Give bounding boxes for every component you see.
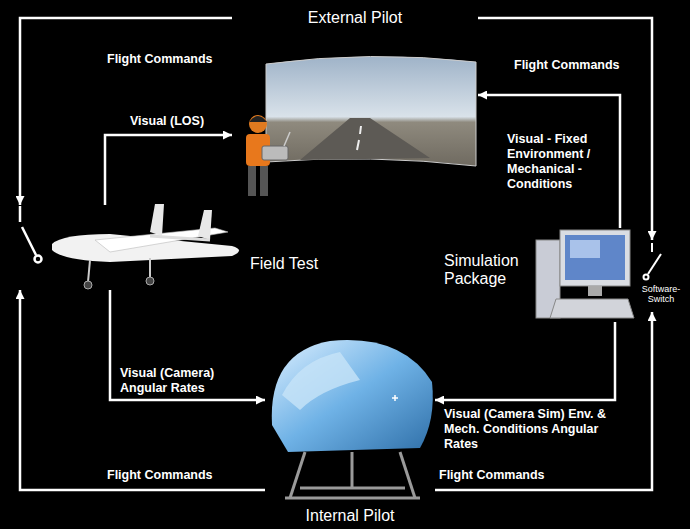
node-label: Simulation Package <box>444 252 536 289</box>
software-switch-symbol-part <box>651 243 653 252</box>
visual-screen-part <box>266 56 476 166</box>
left-switch-part <box>22 227 36 255</box>
computer-part <box>560 230 630 286</box>
aircraft-part <box>88 260 90 282</box>
signal-label: Visual (Camera) Angular Rates <box>118 366 247 396</box>
cockpit-simulator-part <box>272 340 433 452</box>
cockpit-simulator-part-part <box>400 452 415 498</box>
visual-screen-part <box>300 118 430 160</box>
signal-arrow <box>20 18 232 205</box>
pilot-station: External Pilot <box>232 6 478 205</box>
pilot-figure-part <box>284 132 290 146</box>
pilot-figure <box>246 115 290 196</box>
signal-arrow <box>435 322 615 400</box>
aircraft-part <box>149 258 151 278</box>
cockpit-simulator-part-part <box>290 452 305 498</box>
cockpit-simulator-part-part <box>351 452 354 488</box>
left-switch-part <box>19 206 22 222</box>
signal-label: Flight Commands <box>512 58 622 73</box>
signal-arrow <box>110 290 265 400</box>
pilot-figure-part <box>249 116 267 122</box>
node-label: Internal Pilot <box>265 507 435 525</box>
node-label: Software-Switch <box>637 284 685 305</box>
field-test-box: Field Test <box>12 205 335 290</box>
cockpit-simulator-part <box>285 452 420 498</box>
aircraft-part <box>198 210 212 240</box>
pilot-figure-part <box>262 146 288 160</box>
cockpit-simulator-part <box>282 352 360 410</box>
signal-arrow <box>478 95 620 228</box>
aircraft-part <box>84 281 92 289</box>
computer-part <box>565 235 625 280</box>
switch-box: Software-Switch <box>637 240 685 312</box>
aircraft-part <box>150 204 164 236</box>
computer-part <box>570 240 600 258</box>
software-switch-symbol-part <box>648 254 661 274</box>
cockpit-simulator-part-part <box>300 487 405 490</box>
left-switch-part <box>35 256 42 263</box>
signal-arrow <box>105 135 232 205</box>
visual-screen-part <box>357 126 361 150</box>
aircraft <box>52 204 239 289</box>
simulation-box: Simulation Package <box>440 228 632 322</box>
computer <box>536 230 634 318</box>
signal-label: Flight Commands <box>105 52 215 67</box>
cockpit-simulator <box>272 340 433 498</box>
software-switch-symbol <box>644 243 662 280</box>
pilot-figure-part <box>248 166 256 196</box>
signal-label: Visual (Camera Sim) Env. & Mech. Conditi… <box>442 407 616 452</box>
signal-arrow <box>435 312 652 490</box>
left-switch <box>20 206 42 263</box>
cockpit-simulator-part <box>392 395 398 401</box>
node-label: External Pilot <box>232 9 478 27</box>
computer-part <box>550 299 634 318</box>
pilot-figure-part <box>249 115 267 133</box>
node-label: Field Test <box>250 255 318 273</box>
pilot-figure-part <box>260 166 268 196</box>
simulator-box: Internal Pilot <box>265 335 435 526</box>
computer-part <box>588 286 602 296</box>
signal-label: Visual - Fixed Environment / Mechanical … <box>505 132 617 192</box>
software-switch-symbol-part <box>644 275 649 280</box>
signal-label: Flight Commands <box>437 468 547 483</box>
cockpit-simulator-part-part <box>285 497 420 500</box>
signal-label: Visual (LOS) <box>128 114 206 129</box>
signal-label: Flight Commands <box>105 468 215 483</box>
aircraft-part <box>150 236 210 240</box>
visual-screen <box>266 56 476 166</box>
signal-arrow <box>20 290 265 490</box>
aircraft-part <box>146 277 154 285</box>
signal-arrow <box>478 18 652 240</box>
